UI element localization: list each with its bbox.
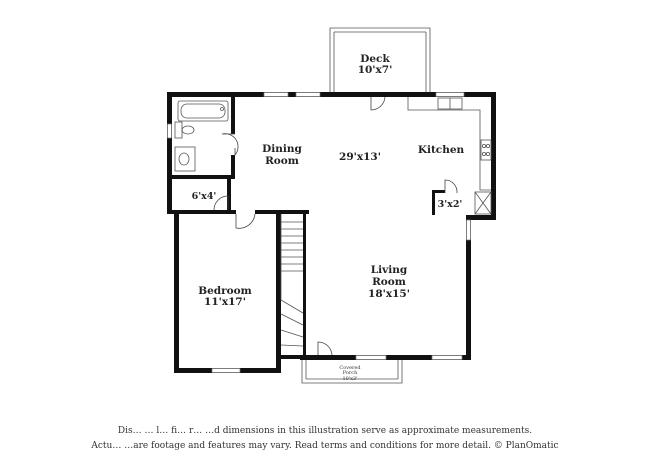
pantry-door <box>444 179 458 194</box>
living-label-line2: Room <box>372 276 406 288</box>
dining-label-line1: Dining <box>262 143 302 155</box>
kitchen-label: Kitchen <box>418 144 465 156</box>
porch-dims: 10'x3' <box>342 376 357 382</box>
bedroom-door <box>235 213 256 229</box>
kitchen-fixtures <box>407 97 492 215</box>
covered-porch <box>301 360 403 384</box>
pantry-dims: 3'x2' <box>438 199 463 210</box>
bath-door <box>221 133 239 156</box>
stairs <box>280 214 304 347</box>
disclaimer-line2: Actu… …are footage and features may vary… <box>91 440 559 451</box>
refrigerator-icon <box>474 191 492 215</box>
toilet <box>181 125 195 135</box>
closet-dims: 6'x4' <box>192 191 217 202</box>
bedroom-dims: 11'x17' <box>204 296 246 308</box>
main-area-dims: 29'x13' <box>339 151 381 163</box>
porch-label-line1: Covered <box>339 365 361 371</box>
doors <box>213 96 458 356</box>
deck <box>329 27 431 93</box>
dining-label-line2: Room <box>265 155 299 167</box>
living-dims: 18'x15' <box>368 288 410 300</box>
deck-label: Deck <box>360 53 390 65</box>
closet-door <box>213 195 229 211</box>
living-label-line1: Living <box>371 264 408 276</box>
deck-dims: 10'x7' <box>358 64 393 76</box>
bathtub <box>177 100 229 122</box>
sink-icon <box>178 152 190 166</box>
exterior-walls <box>167 92 496 373</box>
toilet-tank <box>174 121 183 139</box>
stove-icon <box>480 139 492 161</box>
vanity <box>174 146 196 172</box>
interior-walls <box>167 92 445 355</box>
bathroom-fixtures <box>174 100 229 172</box>
porch-label-line2: Porch <box>343 370 358 376</box>
disclaimer: Dis… … l… fi… r… …d dimensions in this i… <box>0 424 650 453</box>
bedroom-label: Bedroom <box>198 285 252 297</box>
windows <box>167 92 471 373</box>
disclaimer-line1: Dis… … l… fi… r… …d dimensions in this i… <box>117 426 533 436</box>
front-door <box>317 341 333 356</box>
deck-door <box>370 96 386 111</box>
